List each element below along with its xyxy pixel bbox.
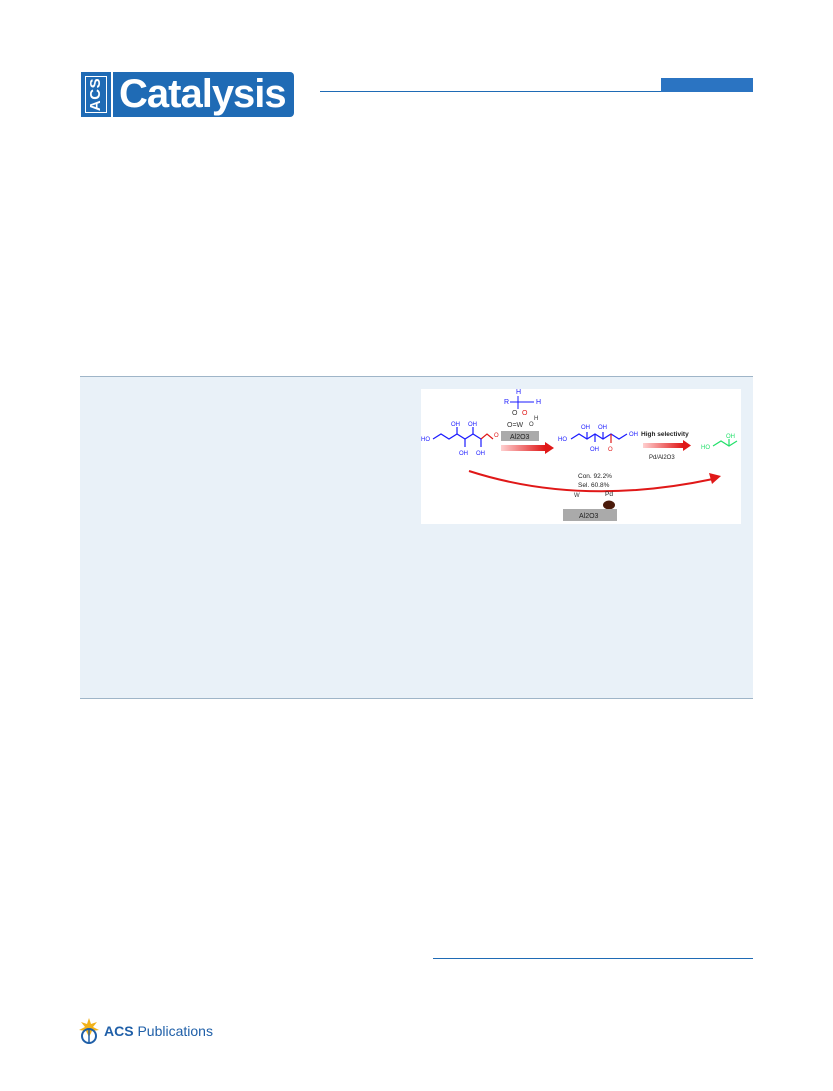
support-bottom <box>563 509 617 521</box>
product-ho-label: HO <box>701 445 710 451</box>
footer-rule <box>433 958 753 959</box>
acs-logo-mark: ACS <box>81 72 111 117</box>
glucose-structure <box>432 427 494 447</box>
fructose-oh-1: OH <box>581 425 590 431</box>
toc-graphic-svg: R H H O O O=W O H Al2O3 HO OH OH OH <box>421 389 738 521</box>
isomerization-arrowhead <box>545 442 554 454</box>
fructose-oh-2: OH <box>598 425 607 431</box>
glucose-oh-3: OH <box>459 451 468 457</box>
catalyst-bottom: W Pd Al2O3 <box>563 491 617 521</box>
product-chain <box>712 440 738 447</box>
glucose-oh-1: OH <box>451 422 460 428</box>
o-after-w-label: O <box>529 422 534 428</box>
pd-catalyst-label: Pd/Al2O3 <box>649 455 675 461</box>
publisher-name-rest: Publications <box>133 1023 213 1039</box>
publisher-name-bold: ACS <box>104 1023 134 1039</box>
conversion-label: Con. 92.2% <box>578 473 612 480</box>
o-eq-w-label: O=W <box>507 422 524 429</box>
glucose-oh-4: OH <box>476 451 485 457</box>
pd-label: Pd <box>605 491 613 498</box>
glucose-chain <box>432 433 482 440</box>
acs-logo-prefix: ACS <box>87 77 105 112</box>
high-selectivity-label: High selectivity <box>641 431 689 438</box>
fructose-structure <box>570 432 628 443</box>
o-right-label: O <box>522 410 528 417</box>
hydrogenolysis-arrow <box>643 443 683 448</box>
h-wo-label: H <box>534 416 538 422</box>
glucose-o-label: O <box>494 433 499 439</box>
h-right-label: H <box>536 399 541 406</box>
hydrogenolysis-arrowhead <box>683 440 691 451</box>
r-group-label: R <box>504 399 509 406</box>
fructose-chain <box>570 433 628 440</box>
support-top <box>501 431 539 441</box>
overall-arrowhead <box>709 473 721 484</box>
overall-arrow <box>468 470 714 493</box>
w-label: W <box>574 493 580 499</box>
isomerization-arrow <box>501 445 545 451</box>
h-top-label: H <box>516 389 521 396</box>
pd-particle <box>603 500 615 510</box>
header-rule <box>320 91 753 92</box>
support-top-label: Al2O3 <box>510 434 530 441</box>
acs-seal-icon <box>79 1018 99 1044</box>
o-left-label: O <box>512 410 518 417</box>
journal-logo: ACS Catalysis <box>81 72 294 117</box>
fructose-oh-3: OH <box>590 447 599 453</box>
selectivity-label: Sel. 60.8% <box>578 482 610 489</box>
product-oh-label: OH <box>726 434 735 440</box>
tungstate-complex-top: R H H O O O=W O H Al2O3 <box>501 389 541 441</box>
glucose-ho-label: HO <box>421 437 430 443</box>
toc-graphic: R H H O O O=W O H Al2O3 HO OH OH OH <box>421 389 741 524</box>
fructose-oh-end: OH <box>629 432 638 438</box>
glucose-aldehyde <box>480 433 494 440</box>
support-bottom-label: Al2O3 <box>579 513 599 520</box>
acs-publications-logo: ACS Publications <box>78 1017 213 1045</box>
fructose-o-label: O <box>608 447 613 453</box>
product-structure <box>712 439 738 447</box>
header-accent-block <box>661 78 753 92</box>
fructose-ho-label: HO <box>558 437 567 443</box>
acs-publications-wordmark: ACS Publications <box>104 1023 213 1039</box>
journal-name: Catalysis <box>113 72 294 117</box>
glucose-oh-2: OH <box>468 422 477 428</box>
